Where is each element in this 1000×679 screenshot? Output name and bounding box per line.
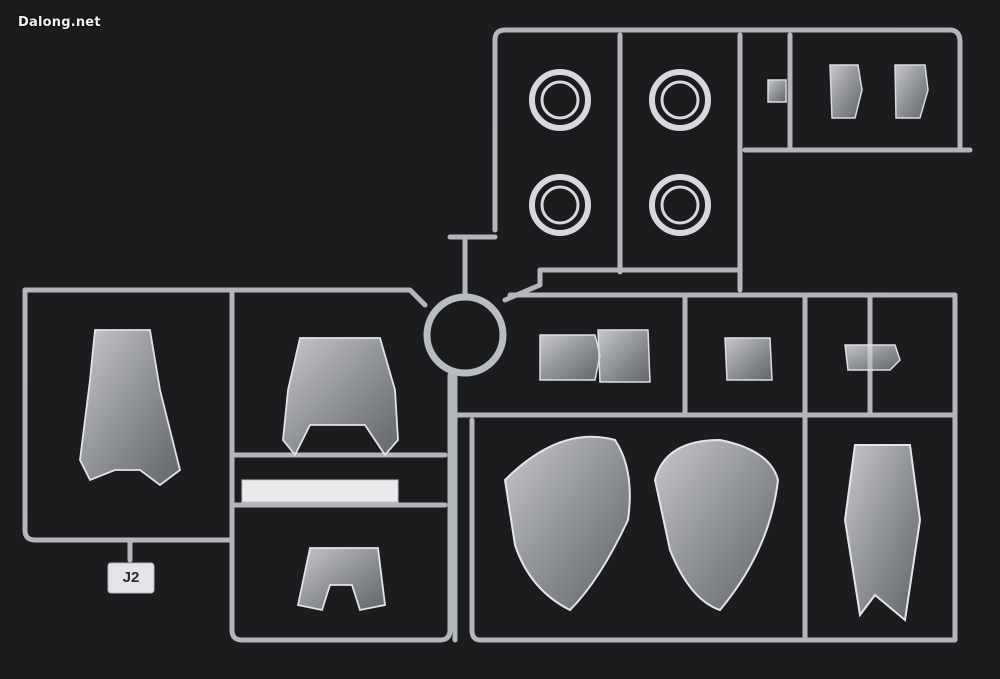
- runner-tag-label: J2: [122, 569, 140, 586]
- runner-nameplate: [241, 479, 399, 503]
- large-clear-parts: [79, 329, 399, 612]
- watermark: Dalong.net: [18, 15, 101, 30]
- small-clear-parts: [767, 64, 929, 119]
- nameplate-text: [245, 480, 395, 502]
- runner-center-ring: [423, 293, 507, 377]
- runner-frame: [22, 27, 973, 643]
- mid-clear-parts: [539, 329, 901, 383]
- shield-parts: [503, 435, 922, 622]
- ring-parts: [529, 69, 711, 236]
- runner-tag: [107, 562, 155, 594]
